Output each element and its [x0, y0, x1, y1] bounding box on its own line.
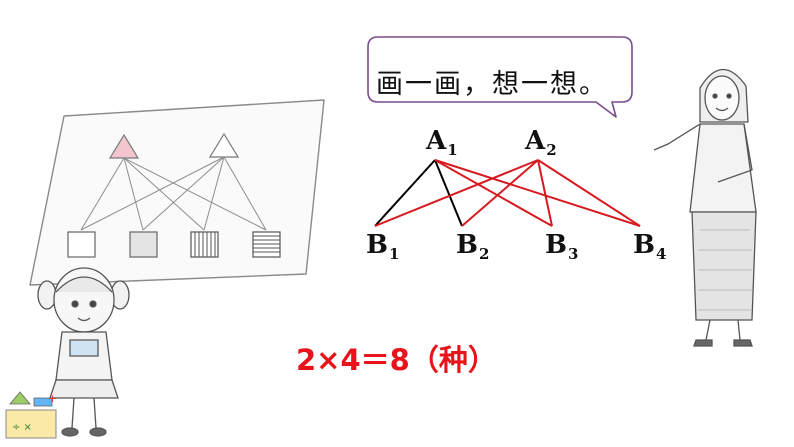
node-letter: B	[366, 230, 388, 260]
connection-line-a2-b1	[374, 159, 539, 227]
node-letter: A	[426, 126, 447, 156]
node-b1: B1	[366, 232, 399, 262]
sketch-board	[29, 99, 325, 286]
equation: 2×4＝8（种）	[296, 343, 497, 377]
speech-bubble-text: 画一画，想一想。	[376, 69, 608, 100]
node-letter: A	[525, 126, 546, 156]
node-subscript: 2	[546, 141, 557, 159]
connection-lines	[374, 159, 641, 227]
connection-line-a2-b2	[461, 159, 539, 227]
vertical-striped-square	[190, 231, 219, 258]
node-subscript: 1	[388, 245, 400, 263]
connection-line-a1-b1	[374, 159, 436, 227]
connection-line-a2-b3	[537, 159, 553, 227]
white-square	[67, 231, 96, 258]
node-b3: B3	[545, 232, 578, 262]
connection-line-a1-b2	[434, 159, 463, 227]
node-subscript: 1	[447, 141, 458, 159]
sketch-lines	[80, 156, 267, 231]
node-b2: B2	[456, 232, 489, 262]
girl-illustration	[37, 267, 130, 437]
node-a1: A1	[426, 128, 458, 158]
node-letter: B	[545, 230, 567, 260]
node-subscript: 3	[567, 245, 579, 263]
node-b4: B4	[633, 232, 666, 262]
horizontal-striped-square	[252, 231, 281, 258]
node-letter: B	[633, 230, 655, 260]
gray-square	[129, 231, 158, 258]
node-a2: A2	[525, 128, 557, 158]
node-subscript: 4	[655, 245, 667, 263]
svg-text:÷ ×: ÷ ×	[12, 422, 32, 433]
stationery-icon: ÷ × +	[5, 391, 57, 439]
connection-line-a1-b3	[434, 159, 553, 227]
node-subscript: 2	[478, 245, 490, 263]
connection-line-a2-b4	[537, 159, 641, 227]
teacher-illustration	[653, 68, 757, 347]
node-letter: B	[456, 230, 478, 260]
connection-line-a1-b4	[434, 159, 641, 227]
svg-text:+: +	[48, 392, 57, 405]
speech-bubble	[367, 36, 633, 118]
